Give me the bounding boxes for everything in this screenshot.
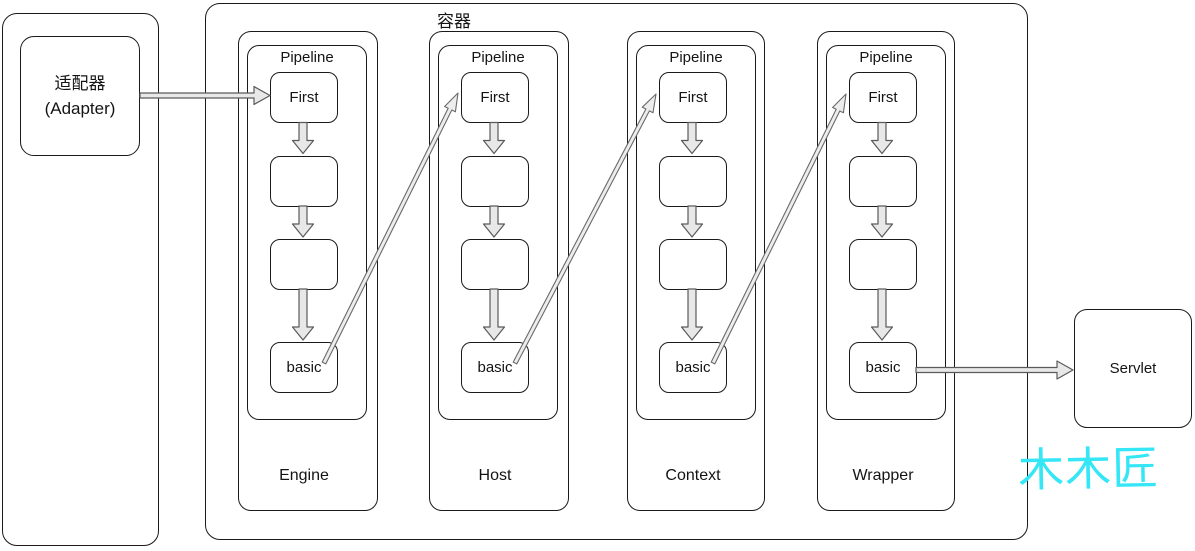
valve-empty-2 (659, 239, 727, 290)
watermark-text: 木木匠 (1017, 440, 1160, 498)
valve-basic: basic (659, 342, 727, 393)
servlet-box: Servlet (1074, 309, 1192, 428)
valve-empty-2 (461, 239, 529, 290)
pipeline-group-label: Engine (279, 467, 329, 484)
valve-basic: basic (270, 342, 338, 393)
adapter-label-cn: 适配器 (54, 74, 106, 93)
pipeline-title: Pipeline (859, 49, 913, 66)
pipeline-group-label: Context (665, 467, 721, 484)
pipeline-group-engine: Pipeline First basic Engine (238, 31, 378, 511)
adapter-label-en: (Adapter) (44, 99, 116, 118)
pipeline-title: Pipeline (669, 49, 723, 66)
pipeline-group-label: Wrapper (852, 467, 914, 484)
valve-empty-1 (659, 156, 727, 207)
valve-first: First (461, 72, 529, 123)
valve-basic: basic (461, 342, 529, 393)
valve-empty-1 (461, 156, 529, 207)
valve-empty-1 (270, 156, 338, 207)
pipeline-title: Pipeline (280, 49, 334, 66)
pipeline-group-context: Pipeline First basic Context (627, 31, 765, 511)
servlet-label: Servlet (1109, 360, 1157, 377)
valve-first: First (270, 72, 338, 123)
pipeline-group-wrapper: Pipeline First basic Wrapper (817, 31, 955, 511)
valve-first: First (659, 72, 727, 123)
valve-empty-1 (849, 156, 917, 207)
container-label: 容器 (437, 12, 471, 31)
pipeline-group-label: Host (478, 467, 512, 484)
pipeline-title: Pipeline (471, 49, 525, 66)
valve-first: First (849, 72, 917, 123)
pipeline-group-host: Pipeline First basic Host (429, 31, 569, 511)
adapter-box: 适配器 (Adapter) (20, 36, 140, 156)
valve-empty-2 (849, 239, 917, 290)
valve-basic: basic (849, 342, 917, 393)
valve-empty-2 (270, 239, 338, 290)
